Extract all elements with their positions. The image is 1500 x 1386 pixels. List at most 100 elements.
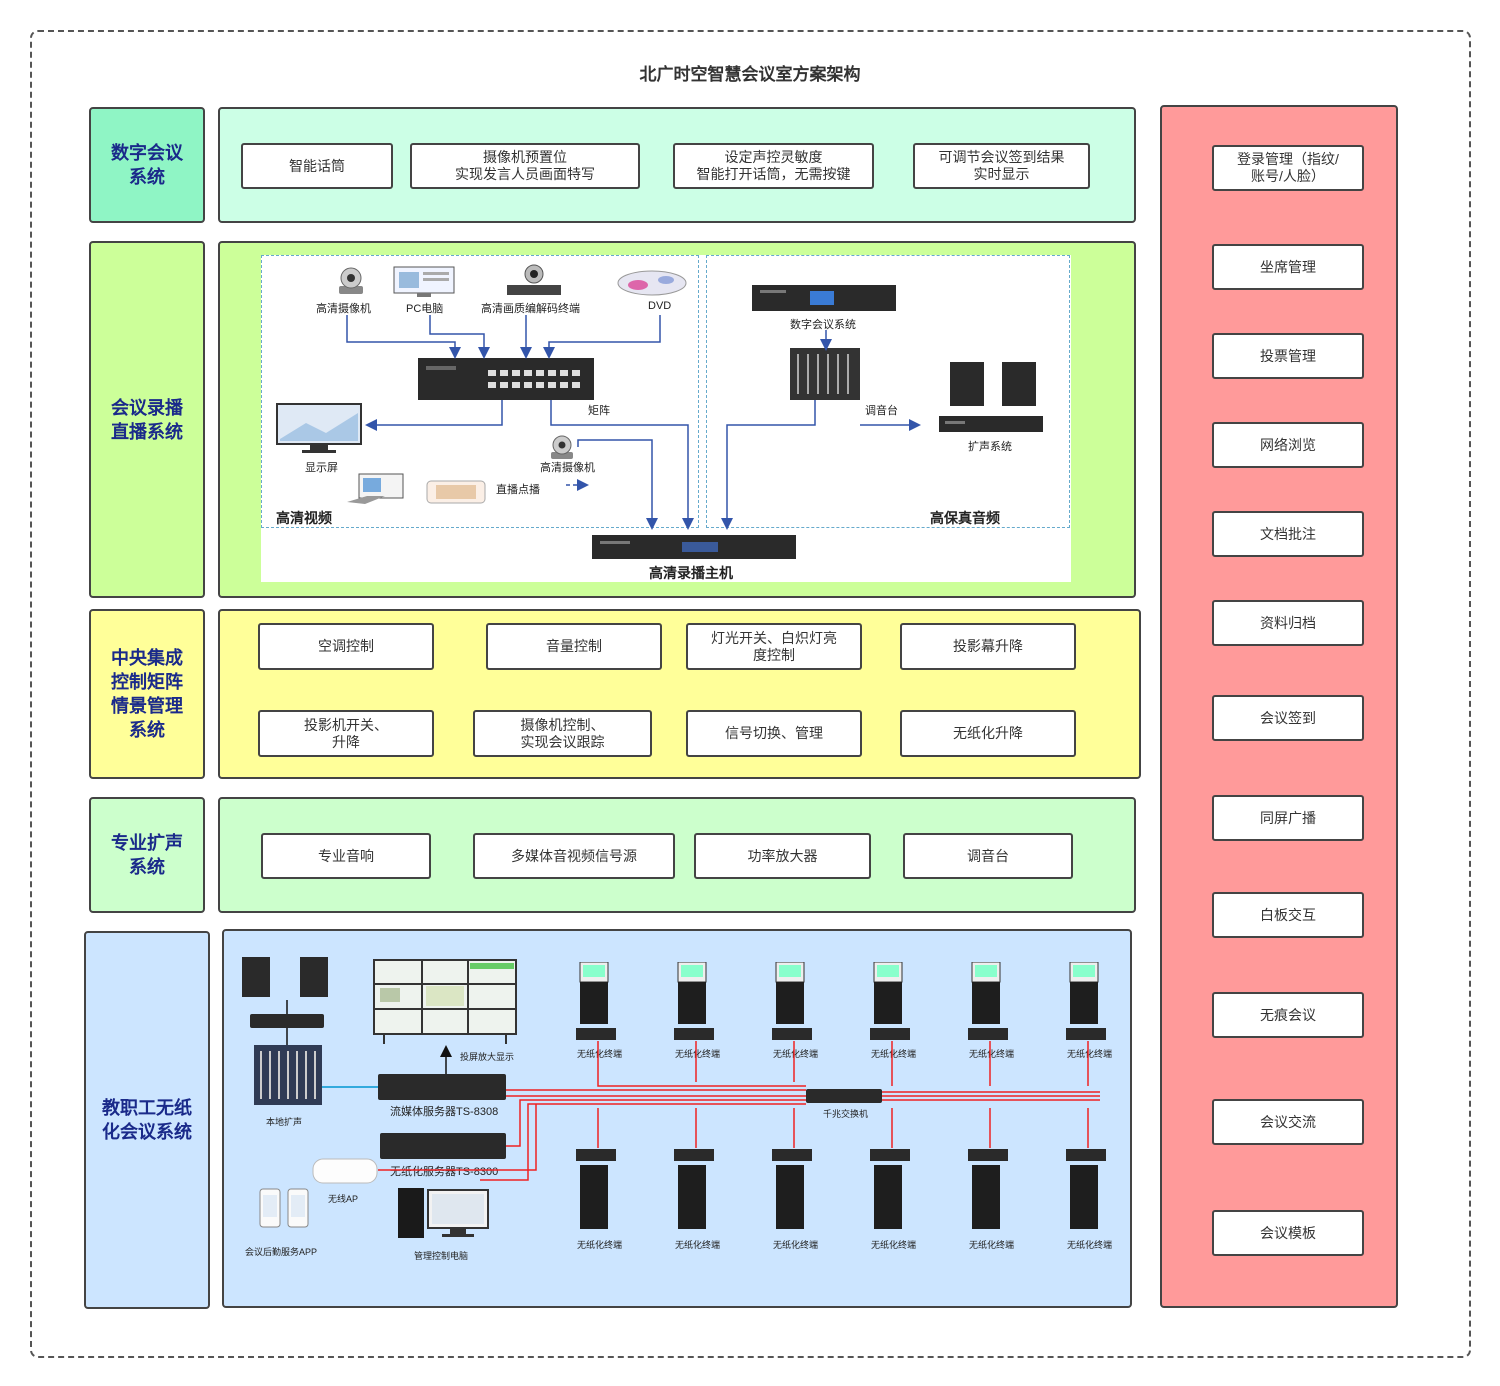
audio-item: 功率放大器: [694, 833, 871, 879]
terminal-label: 无纸化终端: [871, 1240, 917, 1250]
hd-camera-2-label: 高清摄像机: [540, 462, 595, 474]
audio-item: 多媒体音视频信号源: [473, 833, 675, 879]
pc-monitor-icon: [393, 266, 455, 298]
paperless-terminal-icon: [1064, 1147, 1112, 1231]
audio-item: 专业音响: [261, 833, 431, 879]
dvd-icon: [616, 263, 688, 299]
codec-terminal-icon: [505, 263, 563, 299]
control-item: 投影幕升降: [900, 623, 1076, 670]
terminal-label: 无纸化终端: [675, 1240, 721, 1250]
wireless-ap-label: 无线AP: [328, 1194, 359, 1204]
digital-item: 设定声控灵敏度 智能打开话筒，无需按键: [673, 143, 874, 189]
paperless-server-label: 无纸化服务器TS-8300: [390, 1166, 499, 1178]
live-vod-label: 直播点播: [496, 484, 540, 496]
feature-item: 文档批注: [1212, 511, 1364, 557]
feature-item: 会议交流: [1212, 1099, 1364, 1145]
hifi-audio-title: 高保真音频: [930, 510, 1000, 526]
phone-icon: [258, 1187, 314, 1229]
terminal-label: 无纸化终端: [1067, 1049, 1113, 1059]
camera-icon: [547, 435, 577, 461]
digital-item: 摄像机预置位 实现发言人员画面特写: [410, 143, 640, 189]
amplifier-device: [250, 1014, 324, 1028]
diagram-frame: [30, 30, 1471, 1358]
speaker-pair-icon: [242, 957, 330, 999]
local-audio-label: 本地扩声: [266, 1117, 303, 1127]
hd-video-title: 高清视频: [276, 510, 332, 526]
feature-item: 会议模板: [1212, 1210, 1364, 1256]
tablet-icon: [426, 480, 486, 504]
stream-server-device: [378, 1074, 506, 1100]
recording-system-label: 会议录播 直播系统: [89, 241, 205, 598]
audio-item: 调音台: [903, 833, 1073, 879]
terminal-label: 无纸化终端: [675, 1049, 721, 1059]
paperless-terminal-icon: [966, 961, 1014, 1044]
matrix-label: 矩阵: [588, 405, 610, 417]
control-system-panel: 空调控制 音量控制 灯光开关、白炽灯亮 度控制 投影幕升降 投影机开关、 升降 …: [218, 609, 1141, 779]
control-item: 摄像机控制、 实现会议跟踪: [473, 710, 652, 757]
paperless-terminal-icon: [868, 961, 916, 1044]
wireless-ap-icon: [311, 1155, 379, 1187]
terminal-label: 无纸化终端: [969, 1049, 1015, 1059]
paperless-terminal-icon: [770, 961, 818, 1044]
mixer-icon: [790, 348, 860, 400]
paperless-terminal-icon: [868, 1147, 916, 1231]
paperless-terminal-icon: [574, 961, 622, 1044]
management-pc-label: 管理控制电脑: [414, 1251, 469, 1261]
hd-camera-label: 高清摄像机: [316, 303, 371, 315]
mixer-label: 调音台: [865, 405, 898, 417]
feature-item: 同屏广播: [1212, 795, 1364, 841]
terminal-label: 无纸化终端: [1067, 1240, 1113, 1250]
display-screen-icon: [276, 403, 362, 455]
projection-display-label: 投屏放大显示: [460, 1052, 515, 1062]
control-item: 信号切换、管理: [686, 710, 862, 757]
pc-label: PC电脑: [406, 303, 444, 315]
mixer-icon: [254, 1045, 322, 1105]
terminal-label: 无纸化终端: [969, 1240, 1015, 1250]
control-item: 投影机开关、 升降: [258, 710, 434, 757]
paperless-terminal-icon: [672, 961, 720, 1044]
audio-system-label: 专业扩声 系统: [89, 797, 205, 913]
codec-terminal-label: 高清画质编解码终端: [481, 303, 580, 315]
pa-system-label: 扩声系统: [968, 441, 1012, 453]
amplifier-icon: [939, 416, 1043, 432]
camera-icon: [335, 266, 367, 296]
recording-host-label: 高清录播主机: [649, 565, 733, 581]
management-pc-icon: [398, 1186, 490, 1242]
recording-host-icon: [592, 535, 796, 561]
feature-panel: 登录管理（指纹/ 账号/人脸） 坐席管理 投票管理 网络浏览 文档批注 资料归档…: [1160, 105, 1398, 1308]
digital-item: 智能话筒: [241, 143, 393, 189]
audio-system-panel: 专业音响 多媒体音视频信号源 功率放大器 调音台: [218, 797, 1136, 913]
feature-item: 网络浏览: [1212, 422, 1364, 468]
terminal-label: 无纸化终端: [577, 1240, 623, 1250]
paperless-server-device: [380, 1133, 506, 1159]
digital-system-panel: 智能话筒 摄像机预置位 实现发言人员画面特写 设定声控灵敏度 智能打开话筒，无需…: [218, 107, 1136, 223]
speaker-icon: [948, 362, 1038, 406]
conference-unit-icon: [752, 285, 896, 311]
paperless-terminal-icon: [770, 1147, 818, 1231]
control-item: 灯光开关、白炽灯亮 度控制: [686, 623, 862, 670]
gigabit-switch-label: 千兆交换机: [823, 1109, 869, 1119]
terminal-label: 无纸化终端: [773, 1049, 819, 1059]
paperless-system-label: 教职工无纸 化会议系统: [84, 931, 210, 1309]
control-item: 空调控制: [258, 623, 434, 670]
terminal-label: 无纸化终端: [773, 1240, 819, 1250]
feature-item: 无痕会议: [1212, 992, 1364, 1038]
control-item: 音量控制: [486, 623, 662, 670]
dvd-label: DVD: [648, 300, 672, 312]
display-label: 显示屏: [305, 462, 338, 474]
diagram-title: 北广时空智慧会议室方案架构: [639, 65, 861, 84]
feature-item: 登录管理（指纹/ 账号/人脸）: [1212, 145, 1364, 191]
video-wall-icon: [370, 958, 520, 1046]
laptop-icon: [345, 472, 407, 506]
paperless-terminal-icon: [966, 1147, 1014, 1231]
control-system-label: 中央集成 控制矩阵 情景管理 系统: [89, 609, 205, 779]
control-item: 无纸化升降: [900, 710, 1076, 757]
feature-item: 会议签到: [1212, 695, 1364, 741]
logistics-app-label: 会议后勤服务APP: [245, 1247, 318, 1257]
feature-item: 白板交互: [1212, 892, 1364, 938]
terminal-label: 无纸化终端: [577, 1049, 623, 1059]
terminal-label: 无纸化终端: [871, 1049, 917, 1059]
paperless-terminal-icon: [574, 1147, 622, 1231]
gigabit-switch-device: [806, 1089, 882, 1103]
feature-item: 投票管理: [1212, 333, 1364, 379]
